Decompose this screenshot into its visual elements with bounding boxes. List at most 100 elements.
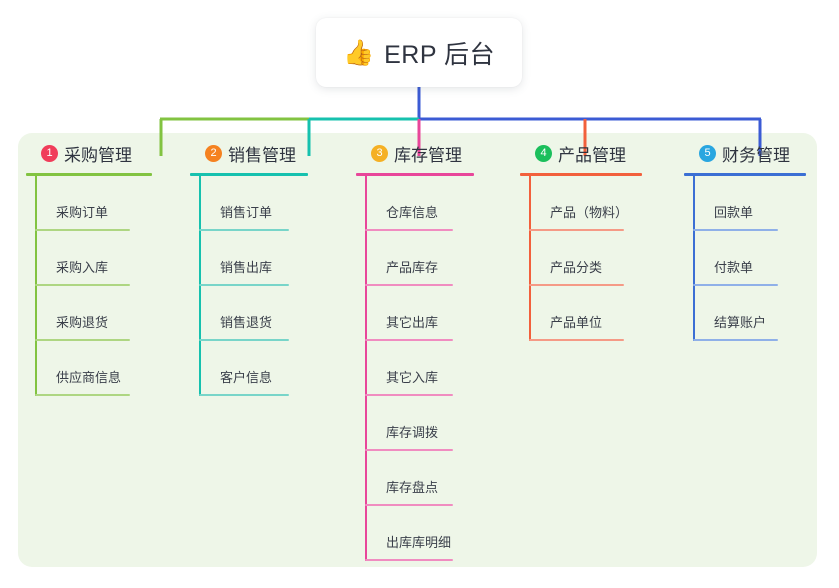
branch-item-label: 销售订单: [220, 205, 273, 220]
branch-items-4: 产品（物料） 产品分类产品单位: [520, 176, 651, 341]
branch-item-label: 回款单: [714, 205, 754, 220]
branch-badge-3: 3: [371, 144, 388, 162]
branch-item[interactable]: 回款单: [684, 176, 808, 231]
branch-item-underline: [35, 339, 130, 341]
branch-item-label: 采购订单: [56, 205, 109, 220]
branch-underline-4: [520, 173, 642, 176]
branch-items-2: 销售订单销售出库销售退货客户信息: [190, 176, 316, 396]
branch-item-underline: [529, 284, 624, 286]
branch-title-5: 财务管理: [722, 145, 790, 165]
branch-item-label: 产品库存: [386, 260, 439, 275]
branch-item-underline: [35, 394, 130, 396]
branch-item-label: 仓库信息: [386, 205, 439, 220]
branch-item[interactable]: 其它入库: [356, 341, 482, 396]
branch-item[interactable]: 其它出库: [356, 286, 482, 341]
branch-item-underline: [199, 229, 289, 231]
branch-item-underline: [365, 394, 453, 396]
branch-items-1: 采购订单采购入库采购退货供应商信息: [26, 176, 162, 396]
branch-item[interactable]: 销售退货: [190, 286, 316, 341]
branch-trunk-1: [35, 176, 37, 396]
branch-item-underline: [365, 284, 453, 286]
branch-title-2: 销售管理: [228, 145, 296, 165]
branch-underline-1: [26, 173, 152, 176]
branch-item-label: 出库库明细: [386, 535, 452, 550]
branch-header-3[interactable]: 3 库存管理: [352, 133, 482, 173]
branch-badge-1: 1: [41, 144, 58, 162]
branch-trunk-4: [529, 176, 531, 341]
branch-items-5: 回款单付款单结算账户: [684, 176, 808, 341]
branch-item[interactable]: 采购订单: [26, 176, 162, 231]
branch-item-label: 销售退货: [220, 315, 273, 330]
branch-title-4: 产品管理: [558, 145, 626, 165]
branch-item-underline: [693, 339, 778, 341]
branch-item[interactable]: 供应商信息: [26, 341, 162, 396]
branch-item-label: 客户信息: [220, 370, 273, 385]
branch-item[interactable]: 产品库存: [356, 231, 482, 286]
branch-item-label: 产品单位: [550, 315, 603, 330]
branch-item[interactable]: 采购入库: [26, 231, 162, 286]
branch-columns: 1 采购管理采购订单采购入库采购退货供应商信息 2 销售管理销售订单销售出库销售退货客…: [18, 133, 817, 567]
branch-trunk-3: [365, 176, 367, 561]
branch-item[interactable]: 库存调拨: [356, 396, 482, 451]
branch-item[interactable]: 产品单位: [520, 286, 651, 341]
branch-header-4[interactable]: 4 产品管理: [516, 133, 651, 173]
branch-item-underline: [365, 229, 453, 231]
branch-item[interactable]: 产品分类: [520, 231, 651, 286]
branch-trunk-2: [199, 176, 201, 396]
branch-item[interactable]: 出库库明细: [356, 506, 482, 561]
branch-item-label: 供应商信息: [56, 370, 122, 385]
branch-item[interactable]: 采购退货: [26, 286, 162, 341]
branch-column-1: 1 采购管理采购订单采购入库采购退货供应商信息: [22, 133, 162, 396]
branch-item-underline: [529, 229, 624, 231]
branch-column-5: 5 财务管理回款单付款单结算账户: [680, 133, 808, 341]
branch-item-underline: [35, 284, 130, 286]
branch-trunk-5: [693, 176, 695, 341]
branch-item[interactable]: 产品（物料）: [520, 176, 651, 231]
branch-column-2: 2 销售管理销售订单销售出库销售退货客户信息: [186, 133, 316, 396]
branch-item-label: 其它出库: [386, 315, 439, 330]
branch-item[interactable]: 客户信息: [190, 341, 316, 396]
branch-item-underline: [199, 394, 289, 396]
branch-item-underline: [365, 339, 453, 341]
branch-item[interactable]: 库存盘点: [356, 451, 482, 506]
branch-item[interactable]: 付款单: [684, 231, 808, 286]
branch-item[interactable]: 销售订单: [190, 176, 316, 231]
branch-title-1: 采购管理: [64, 145, 132, 165]
branch-item-label: 库存盘点: [386, 480, 439, 495]
branch-badge-5: 5: [699, 144, 716, 162]
branch-item-label: 产品（物料）: [550, 205, 629, 220]
branch-items-3: 仓库信息产品库存其它出库其它入库库存调拨库存盘点出库库明细: [356, 176, 482, 561]
branch-header-2[interactable]: 2 销售管理: [186, 133, 316, 173]
branch-item-label: 采购退货: [56, 315, 109, 330]
thumbs-up-icon: 👍: [342, 38, 375, 67]
branch-item-label: 结算账户: [714, 315, 767, 330]
branch-column-4: 4 产品管理产品（物料） 产品分类产品单位: [516, 133, 651, 341]
branch-underline-5: [684, 173, 806, 176]
branch-badge-2: 2: [205, 144, 222, 162]
branch-item-underline: [693, 284, 778, 286]
branch-item-label: 其它入库: [386, 370, 439, 385]
branch-underline-3: [356, 173, 474, 176]
branch-item-underline: [35, 229, 130, 231]
root-node-title: ERP 后台: [384, 40, 496, 69]
branch-item[interactable]: 结算账户: [684, 286, 808, 341]
branch-item-underline: [529, 339, 624, 341]
branch-title-3: 库存管理: [394, 145, 462, 165]
branch-item-underline: [365, 504, 453, 506]
branch-item-label: 销售出库: [220, 260, 273, 275]
branch-item[interactable]: 仓库信息: [356, 176, 482, 231]
branch-badge-4: 4: [535, 144, 552, 162]
branch-item-underline: [693, 229, 778, 231]
branch-item-underline: [199, 284, 289, 286]
branch-header-5[interactable]: 5 财务管理: [680, 133, 808, 173]
branch-item-label: 产品分类: [550, 260, 603, 275]
branch-item-underline: [365, 449, 453, 451]
branch-item-label: 付款单: [714, 260, 754, 275]
branch-item-label: 采购入库: [56, 260, 109, 275]
branch-item[interactable]: 销售出库: [190, 231, 316, 286]
branch-column-3: 3 库存管理仓库信息产品库存其它出库其它入库库存调拨库存盘点出库库明细: [352, 133, 482, 561]
root-node-erp-backend[interactable]: 👍 ERP 后台: [316, 18, 522, 87]
branch-header-1[interactable]: 1 采购管理: [22, 133, 162, 173]
branches-panel: [18, 133, 817, 567]
